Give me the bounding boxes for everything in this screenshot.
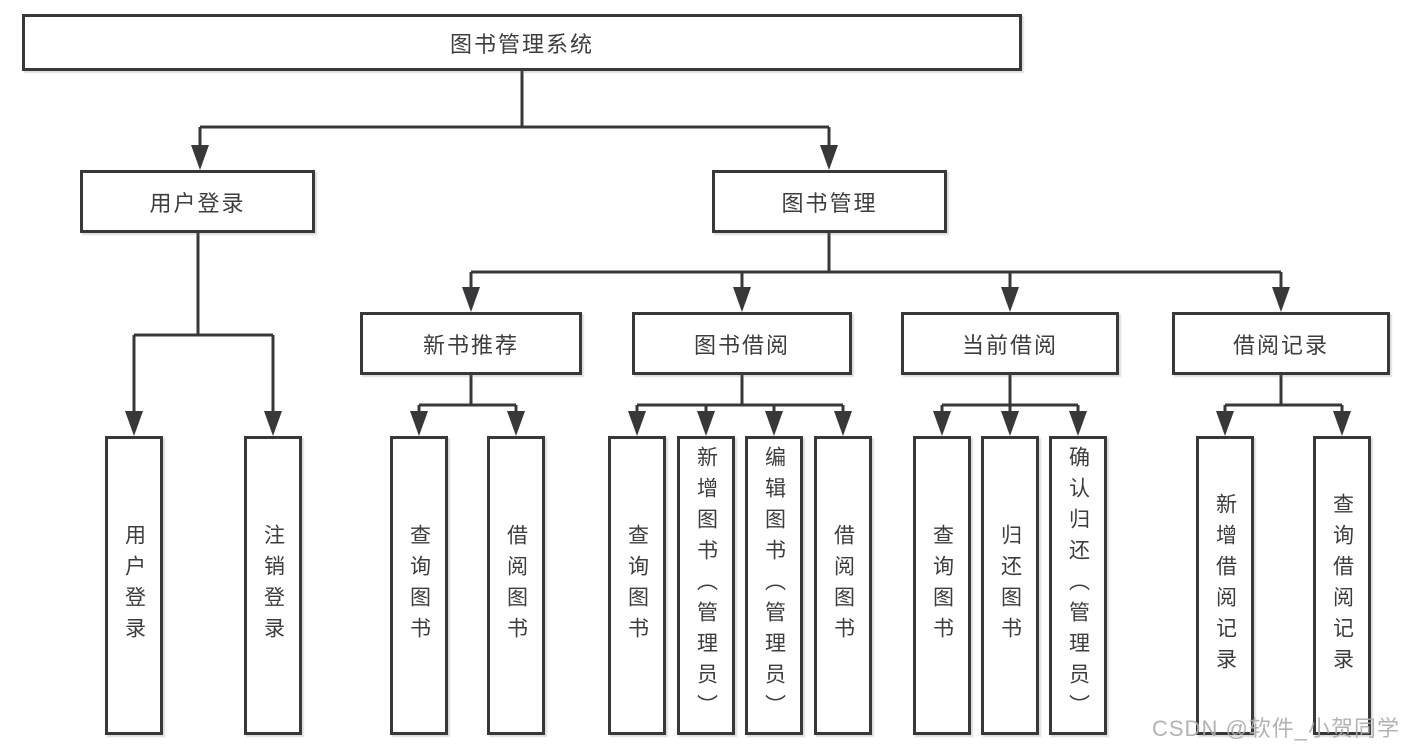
node-label: 借阅图书 bbox=[831, 523, 855, 648]
node-label: 查询图书 bbox=[625, 523, 649, 648]
node-label: 查询借阅记录 bbox=[1330, 492, 1354, 679]
node-label: 新增图书（管理员） bbox=[694, 446, 718, 725]
node-label: 新书推荐 bbox=[422, 332, 519, 358]
node-label: 归还图书 bbox=[998, 523, 1022, 648]
node-new-book-recommend: 新书推荐 bbox=[360, 312, 582, 375]
node-label: 当前借阅 bbox=[961, 332, 1058, 358]
node-label: 图书管理 bbox=[781, 190, 878, 216]
node-label: 确认归还（管理员） bbox=[1066, 446, 1090, 725]
leaf-query-books-current: 查询图书 bbox=[913, 436, 971, 735]
node-borrow-records: 借阅记录 bbox=[1172, 312, 1390, 375]
leaf-borrow-books: 借阅图书 bbox=[814, 436, 872, 735]
node-library-management-system: 图书管理系统 bbox=[22, 14, 1022, 71]
node-label: 编辑图书（管理员） bbox=[762, 446, 786, 725]
node-label: 用户登录 bbox=[122, 523, 146, 648]
node-user-login: 用户登录 bbox=[80, 170, 315, 233]
node-label: 注销登录 bbox=[261, 523, 285, 648]
leaf-query-books-recommend: 查询图书 bbox=[390, 436, 448, 735]
node-label: 用户登录 bbox=[149, 190, 246, 216]
leaf-query-books-borrow: 查询图书 bbox=[608, 436, 666, 735]
leaf-query-borrow-record: 查询借阅记录 bbox=[1313, 436, 1371, 735]
arrowheads bbox=[125, 145, 1351, 436]
leaf-add-books-admin: 新增图书（管理员） bbox=[677, 436, 735, 735]
leaf-return-books: 归还图书 bbox=[981, 436, 1039, 735]
node-label: 查询图书 bbox=[930, 523, 954, 648]
node-book-borrow: 图书借阅 bbox=[632, 312, 852, 375]
node-current-borrow: 当前借阅 bbox=[901, 312, 1119, 375]
node-label: 借阅图书 bbox=[504, 523, 528, 648]
leaf-edit-books-admin: 编辑图书（管理员） bbox=[745, 436, 803, 735]
node-label: 图书管理系统 bbox=[449, 31, 594, 57]
node-label: 借阅记录 bbox=[1232, 332, 1329, 358]
leaf-borrow-books-recommend: 借阅图书 bbox=[487, 436, 545, 735]
node-book-management: 图书管理 bbox=[712, 170, 947, 233]
csdn-watermark: CSDN @软件_小贺同学 bbox=[1152, 716, 1401, 741]
node-label: 查询图书 bbox=[407, 523, 431, 648]
leaf-add-borrow-record: 新增借阅记录 bbox=[1196, 436, 1254, 735]
leaf-confirm-return-admin: 确认归还（管理员） bbox=[1049, 436, 1107, 735]
node-label: 图书借阅 bbox=[693, 332, 790, 358]
leaf-logout: 注销登录 bbox=[244, 436, 302, 735]
leaf-user-login: 用户登录 bbox=[105, 436, 163, 735]
node-label: 新增借阅记录 bbox=[1213, 492, 1237, 679]
